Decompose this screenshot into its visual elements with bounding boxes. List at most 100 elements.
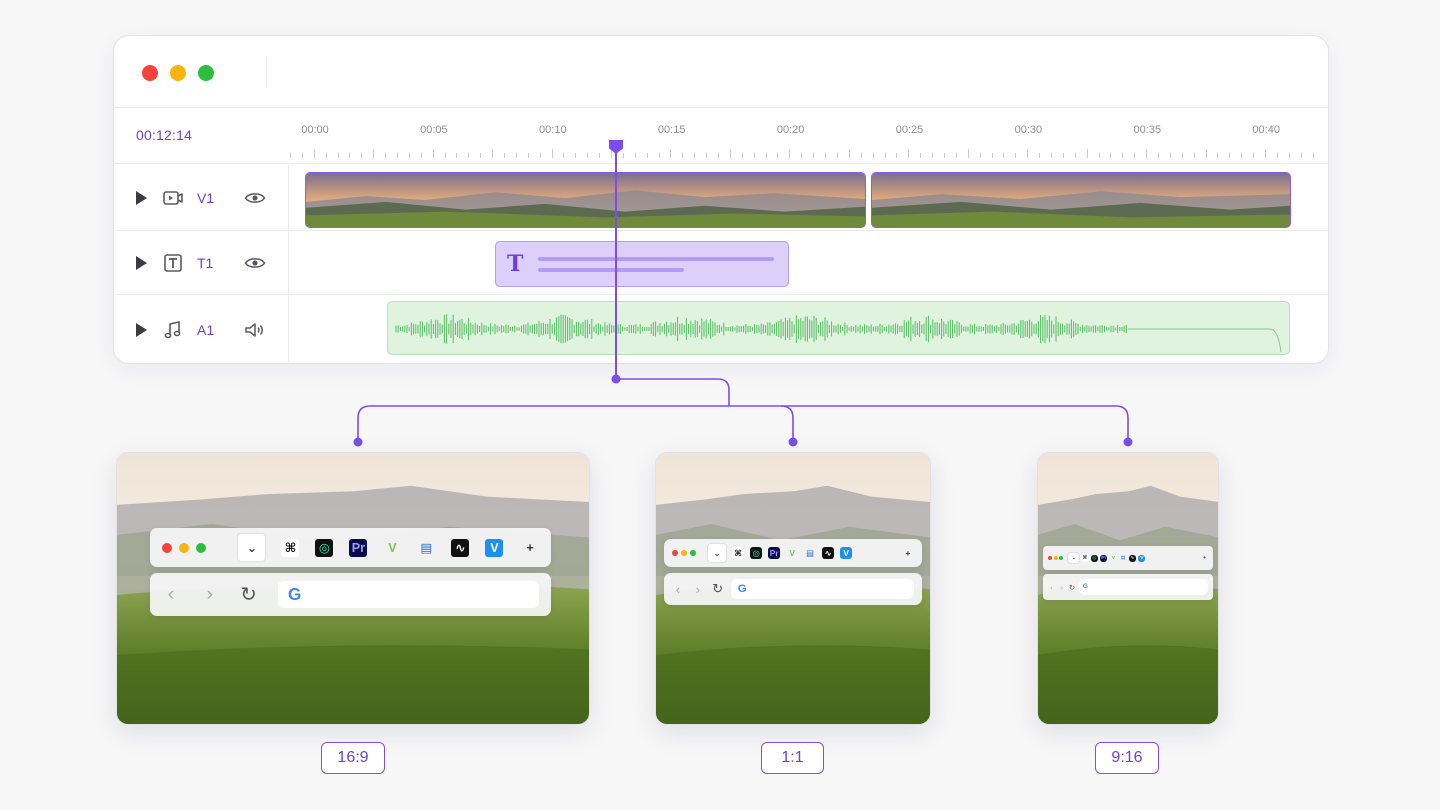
capcut-icon[interactable]: ⌘ xyxy=(732,547,745,559)
text-clip[interactable]: T xyxy=(495,241,789,287)
plus-icon[interactable]: + xyxy=(905,548,911,558)
ruler-tick xyxy=(1288,153,1290,158)
minimize-window-button[interactable] xyxy=(179,542,190,553)
ruler-tick xyxy=(325,153,327,158)
close-window-button[interactable] xyxy=(162,542,172,553)
capcut-icon[interactable]: ⌘ xyxy=(281,538,300,557)
clapper-icon[interactable]: ▤ xyxy=(806,548,815,558)
back-icon[interactable]: ‹ xyxy=(675,581,681,597)
current-timecode: 00:12:14 xyxy=(136,127,193,143)
reload-icon[interactable]: ↻ xyxy=(240,583,257,606)
ratio-label-9-16[interactable]: 9:16 xyxy=(1095,742,1159,774)
eye-icon[interactable] xyxy=(244,255,266,271)
url-input[interactable]: G xyxy=(278,581,539,608)
music-note-icon xyxy=(164,321,181,339)
forward-icon[interactable]: › xyxy=(206,583,214,605)
waveform-app-icon[interactable]: ∿ xyxy=(822,547,835,559)
ruler-tick xyxy=(836,153,838,158)
track-v1: V1 xyxy=(114,165,1328,231)
close-window-button[interactable] xyxy=(1048,555,1053,561)
track-header-a1: A1 xyxy=(114,295,289,363)
app-icon[interactable]: ◎ xyxy=(315,538,334,557)
speaker-icon[interactable] xyxy=(244,322,266,338)
app-icon[interactable]: ◎ xyxy=(1090,554,1098,562)
ruler-tick xyxy=(373,149,375,158)
ruler-tick xyxy=(397,153,398,158)
chevron-down-icon[interactable]: ⌄ xyxy=(708,544,727,562)
waveform-app-icon[interactable]: ∿ xyxy=(1128,554,1136,562)
plus-icon[interactable]: + xyxy=(1203,555,1206,561)
chevron-down-icon[interactable]: ⌄ xyxy=(238,534,266,561)
vectr-icon[interactable]: V xyxy=(789,548,795,558)
playhead-handle[interactable] xyxy=(609,140,623,154)
minimize-window-button[interactable] xyxy=(680,549,688,557)
ruler-tick xyxy=(908,149,910,158)
plus-icon[interactable]: + xyxy=(526,540,534,555)
ratio-label-1-1[interactable]: 1:1 xyxy=(761,742,824,774)
vsco-icon[interactable]: V xyxy=(840,547,853,559)
url-input[interactable]: G xyxy=(1078,578,1208,596)
vsco-icon[interactable]: V xyxy=(1138,554,1146,562)
ruler-tick xyxy=(813,153,815,158)
ratio-label-16-9[interactable]: 16:9 xyxy=(321,742,385,774)
connector-node xyxy=(353,437,363,447)
reload-icon[interactable]: ↻ xyxy=(1068,582,1076,592)
chevron-down-icon[interactable]: ⌄ xyxy=(1068,552,1079,564)
vsco-icon[interactable]: V xyxy=(485,538,504,557)
ruler-tick xyxy=(1312,153,1314,158)
maximize-window-button[interactable] xyxy=(198,65,214,81)
ruler-tick xyxy=(385,153,387,158)
ruler-tick xyxy=(646,153,648,158)
ruler-tick xyxy=(634,153,636,158)
premiere-pro-icon[interactable]: Pr xyxy=(1100,554,1108,562)
play-icon[interactable] xyxy=(136,323,147,337)
ruler-tick xyxy=(587,153,589,158)
minimize-window-button[interactable] xyxy=(170,65,186,81)
url-input[interactable]: G xyxy=(731,579,914,599)
preview-16-9[interactable]: ⌄ ⌘ ◎ Pr V ▤ ∿ V + ‹ › ↻ G xyxy=(116,452,590,725)
clapper-icon[interactable]: ▤ xyxy=(1120,556,1126,561)
minimize-window-button[interactable] xyxy=(1053,555,1058,561)
track-name-v1: V1 xyxy=(197,189,215,206)
ruler-tick xyxy=(337,153,339,158)
ruler-tick xyxy=(1050,153,1052,158)
forward-icon[interactable]: › xyxy=(1060,582,1064,592)
vectr-icon[interactable]: V xyxy=(1111,555,1115,561)
ruler-label: 00:25 xyxy=(895,124,924,136)
ruler-tick xyxy=(1264,149,1266,158)
audio-clip[interactable] xyxy=(387,301,1290,355)
back-icon[interactable]: ‹ xyxy=(1050,582,1053,592)
maximize-window-button[interactable] xyxy=(1059,555,1064,561)
forward-icon[interactable]: › xyxy=(695,581,700,597)
vectr-icon[interactable]: V xyxy=(388,540,397,555)
track-name-a1: A1 xyxy=(197,322,215,338)
close-window-button[interactable] xyxy=(672,549,679,557)
eye-icon[interactable] xyxy=(244,190,266,206)
clapper-icon[interactable]: ▤ xyxy=(420,541,433,555)
ruler-tick xyxy=(1276,153,1278,158)
video-clip-1[interactable] xyxy=(305,172,866,228)
track-t1: T1 T xyxy=(114,231,1328,295)
back-icon[interactable]: ‹ xyxy=(167,583,175,605)
ruler-tick xyxy=(468,153,470,158)
video-clip-2[interactable] xyxy=(871,172,1291,228)
play-icon[interactable] xyxy=(136,190,147,205)
premiere-pro-icon[interactable]: Pr xyxy=(768,547,781,559)
reload-icon[interactable]: ↻ xyxy=(712,581,724,596)
ruler-tick xyxy=(1110,153,1112,158)
maximize-window-button[interactable] xyxy=(196,542,207,553)
maximize-window-button[interactable] xyxy=(689,549,697,557)
ruler-tick xyxy=(527,153,529,158)
close-window-button[interactable] xyxy=(142,65,158,81)
preview-1-1[interactable]: ⌄ ⌘ ◎ Pr V ▤ ∿ V + ‹ › ↻ G xyxy=(655,452,931,725)
play-icon[interactable] xyxy=(136,255,147,270)
app-icon[interactable]: ◎ xyxy=(750,547,763,559)
waveform-app-icon[interactable]: ∿ xyxy=(451,538,470,557)
capcut-icon[interactable]: ⌘ xyxy=(1081,554,1089,562)
ruler-tick xyxy=(1098,153,1100,158)
premiere-pro-icon[interactable]: Pr xyxy=(349,538,368,557)
ruler-tick xyxy=(599,153,601,158)
